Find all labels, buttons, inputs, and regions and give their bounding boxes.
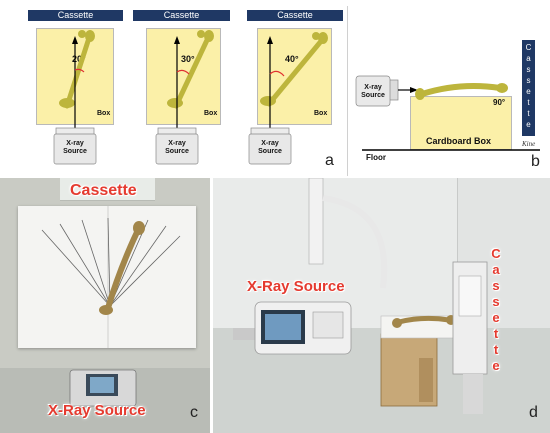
panel-c-drawing [41,206,181,407]
d-cassette-letter-5: e [492,310,500,325]
cassette-letter-7: t [527,109,530,118]
femur-bone-1 [59,30,95,109]
signature: Kine [522,140,536,148]
source-label-b-line1: X-ray [364,84,382,91]
source-label-2-line1: X-ray [168,140,186,147]
xray-source-2 [155,127,199,165]
cassette-letter-2: a [526,54,531,63]
d-cassette-letter-7: t [493,342,499,357]
cassette-bar-3: Cassette [247,10,343,21]
source-label-1-line1: X-ray [66,140,84,147]
xray-source-label-d: X-Ray Source [247,278,345,295]
cassette-board [18,206,196,348]
box-label-2: Box [204,110,218,117]
angle-label-3: 40° [285,54,299,64]
cassette-letter-8: e [526,120,531,129]
xray-source-3 [248,127,292,165]
d-cassette-letter-3: s [492,278,500,293]
panel-d-photo: X-Ray Source C a s s e t t e d [213,178,550,433]
panel-d-drawing [233,178,488,414]
source-label-1: X-ray Source [54,140,96,156]
cassette-letter-3: s [526,65,531,74]
cassette-letter-6: t [527,98,530,107]
xray-device-c [69,369,137,407]
cardboard-box-d [380,333,438,407]
cassette-holder-d [452,261,488,414]
source-label-b-line2: Source [361,92,385,99]
d-cassette-letter-6: t [493,326,499,341]
source-label-3-line1: X-ray [261,140,279,147]
d-cassette-letter-1: C [491,246,501,261]
cassette-letter-5: e [526,87,531,96]
cassette-bar-1: Cassette [28,10,123,21]
source-label-3: X-ray Source [249,140,291,156]
xray-source-machine-d [254,301,352,355]
source-label-2: X-ray Source [156,140,198,156]
source-label-b: X-ray Source [356,84,390,100]
femur-bone-photo-c [99,221,145,315]
cassette-vertical [522,40,535,136]
angle-wires [41,217,181,307]
panel-c-letter: c [190,404,198,421]
panel-b-letter: b [531,153,540,170]
xray-source-1 [53,127,97,165]
ceiling-light [60,178,155,201]
cardboard-box-label: Cardboard Box [426,136,492,146]
cassette-bar-2: Cassette [133,10,230,21]
d-cassette-letter-2: a [492,262,500,277]
source-label-1-line2: Source [63,148,87,155]
angle-90-label: 90° [493,98,506,107]
d-cassette-letter-4: s [492,294,500,309]
d-cassette-letter-8: e [492,358,500,373]
angle-label-2: 30° [181,54,195,64]
cassette-vertical-text: C a s s e t t e [522,42,535,130]
box-2 [146,28,221,125]
cassette-vertical-label-d: C a s s e t t e [489,246,503,374]
box-label-1: Box [97,110,111,117]
panel-divider [347,6,348,176]
cassette-label-c: Cassette [70,182,137,199]
floor-label: Floor [366,153,386,162]
femur-bone-b [415,83,508,100]
panel-b-drawing [355,75,540,151]
panel-a-drawing [53,30,328,165]
panel-d-letter: d [529,404,538,421]
panel-b: 90° Cardboard Box C a s s e t t e X-ray … [350,0,550,176]
cassette-letter-1: C [525,43,532,52]
panel-a-letter: a [325,152,334,169]
panel-c-photo: Cassette X-Ray Source c [0,178,210,433]
panel-a: Cassette Box 20° Cassette Box 30° Casset… [0,0,345,176]
angle-label-1: 20° [72,54,86,64]
door-panel [457,178,550,328]
cassette-letter-4: s [526,76,531,85]
source-label-3-line2: Source [258,148,282,155]
femur-bone-2 [167,30,214,109]
source-label-2-line2: Source [165,148,189,155]
box-label-3: Box [314,110,328,117]
xray-source-label-c: X-Ray Source [48,402,146,419]
cardboard-box [410,96,512,150]
femur-bone-3 [260,32,328,107]
